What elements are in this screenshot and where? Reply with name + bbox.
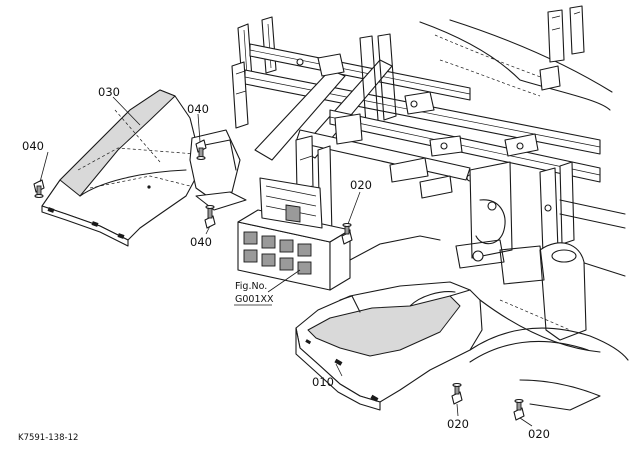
label-part-040-bottom: 040 bbox=[190, 235, 212, 249]
bolt-040-left bbox=[33, 179, 45, 199]
label-part-020-center: 020 bbox=[350, 178, 372, 192]
fasteners bbox=[33, 139, 525, 421]
leader-lines bbox=[39, 96, 533, 427]
fig-ref-code: G001XX bbox=[235, 294, 274, 305]
part-010-right-fender bbox=[295, 281, 483, 411]
label-part-030: 030 bbox=[98, 85, 120, 99]
fig-ref-title: Fig.No. bbox=[235, 281, 267, 292]
bolt-040-bottom bbox=[204, 204, 216, 229]
label-part-020-bottom-right: 020 bbox=[528, 427, 550, 441]
bolt-020-bottom-right bbox=[513, 398, 525, 421]
part-labels: 030 040 040 040 020 010 020 020 bbox=[22, 85, 550, 441]
chassis-frame bbox=[231, 5, 626, 277]
drawing-code: K7591-138-12 bbox=[18, 433, 78, 443]
bolt-020-bottom-left bbox=[451, 382, 463, 405]
right-lower-frame bbox=[349, 235, 629, 411]
label-part-020-bottom-left: 020 bbox=[447, 417, 469, 431]
mount-bracket-plate bbox=[189, 129, 247, 211]
figure-reference: Fig.No. G001XX bbox=[234, 281, 274, 306]
bolt-040-top bbox=[195, 139, 207, 161]
label-part-040-left: 040 bbox=[22, 139, 44, 153]
part-030-left-fender-shell bbox=[41, 89, 201, 247]
center-bracket-block bbox=[237, 177, 351, 291]
bolt-020-center bbox=[341, 222, 353, 245]
label-part-040-top: 040 bbox=[187, 102, 209, 116]
label-part-010: 010 bbox=[312, 375, 334, 389]
